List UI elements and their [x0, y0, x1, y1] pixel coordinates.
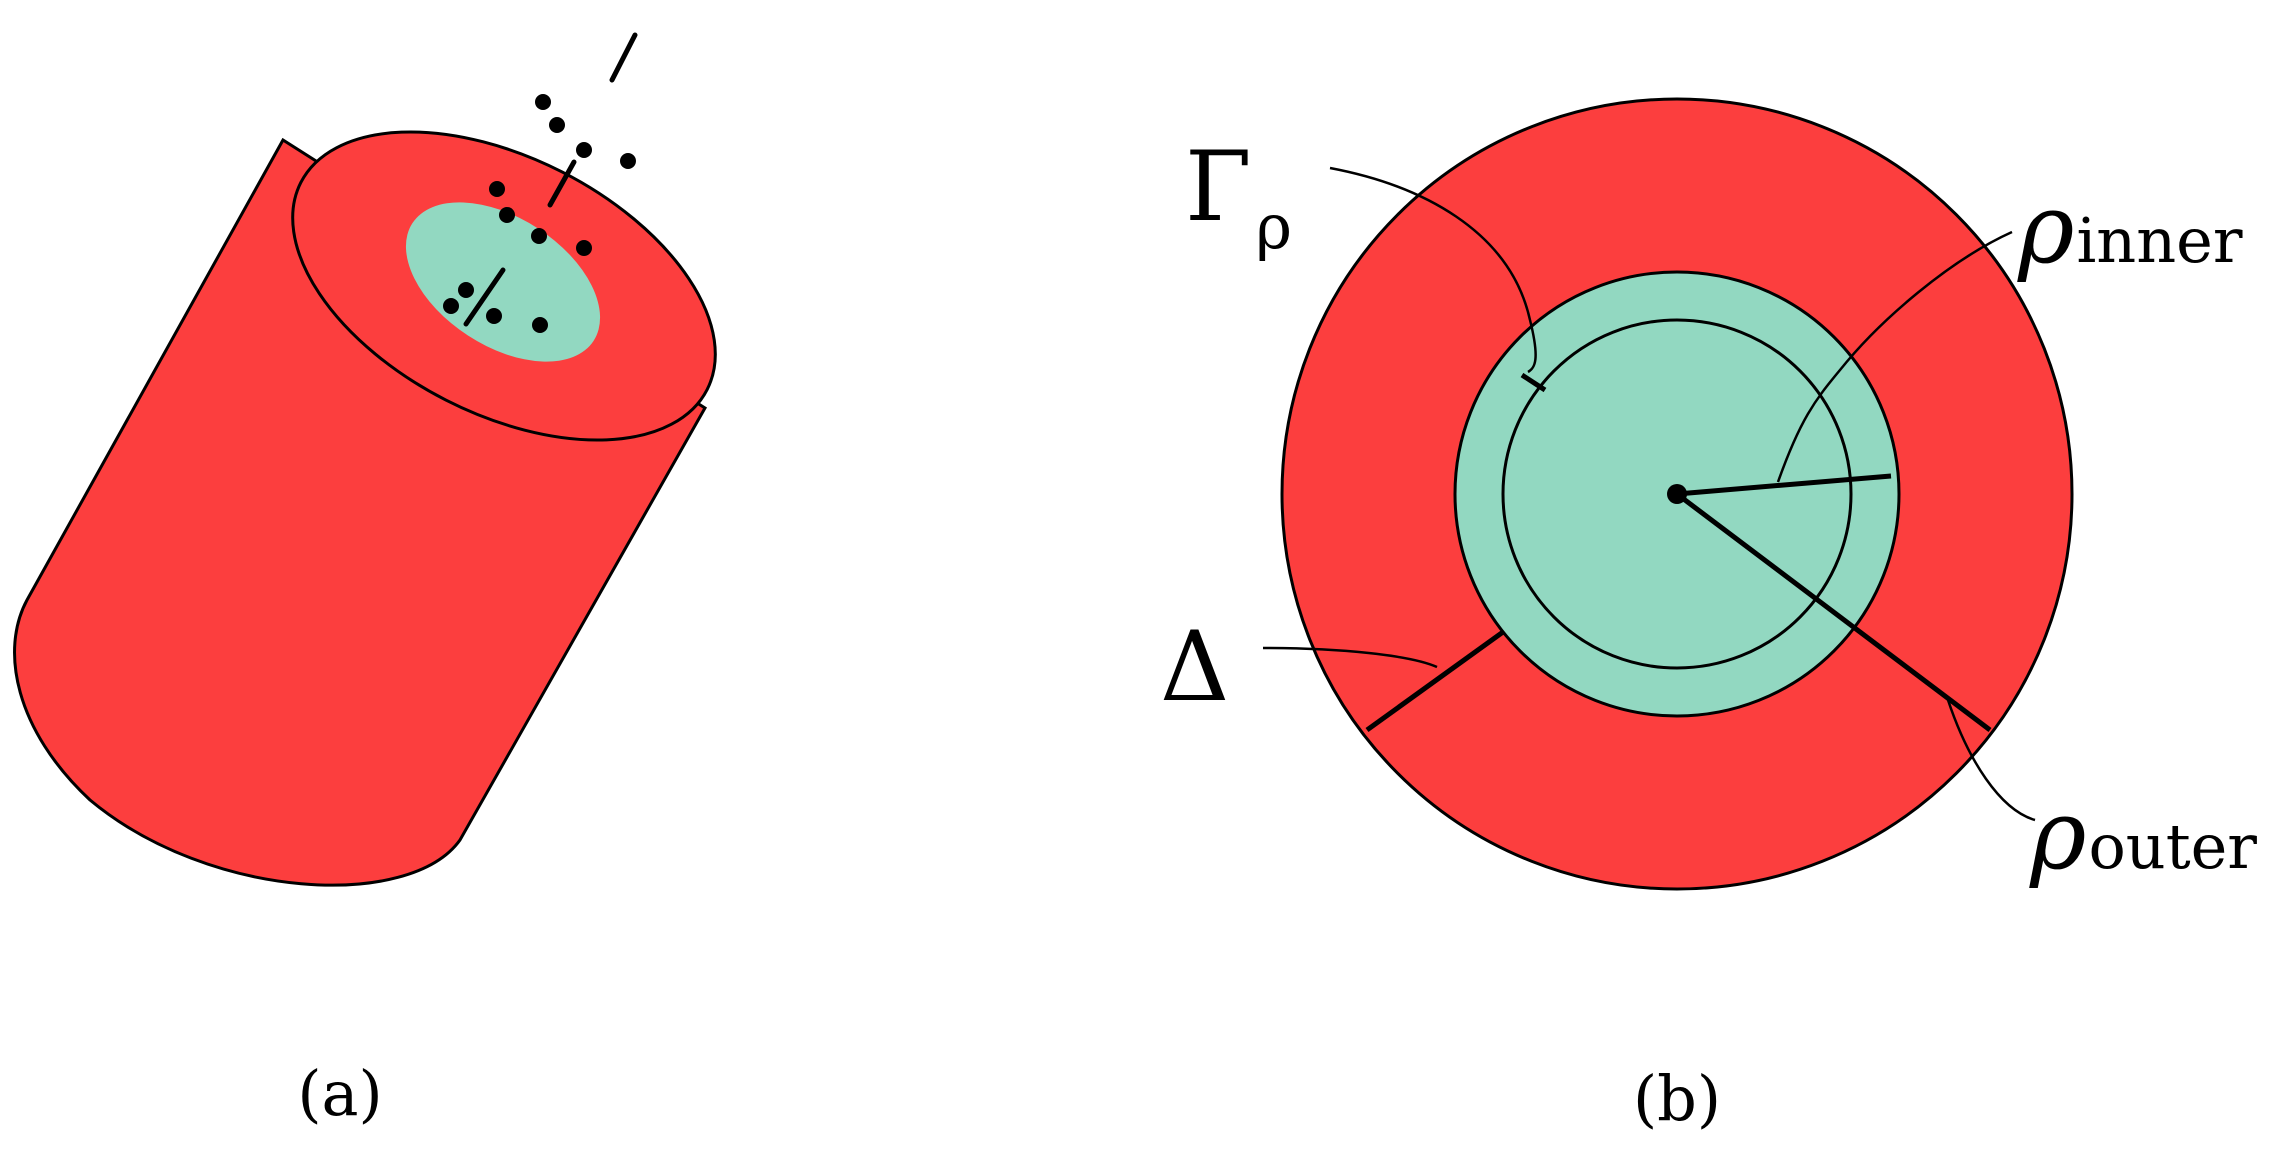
- cylinder-dots: [443, 94, 636, 333]
- panel-b-cross-section: Γρ ρinner Δ ρouter: [1160, 97, 2257, 891]
- rho-outer-radius: [1675, 492, 1992, 732]
- gamma-gap-marker: [1520, 372, 1547, 393]
- rho-inner-leader: [1776, 230, 2013, 483]
- rho-inner-label: ρinner: [2017, 173, 2243, 285]
- panel-a-caption: (a): [297, 1057, 382, 1130]
- gamma-rho-circle: [1501, 318, 1853, 670]
- rho-outer-leader: [1946, 699, 2036, 822]
- delta-leader: [1262, 646, 1438, 669]
- delta-thickness-line: [1365, 629, 1505, 733]
- delta-label: Δ: [1160, 611, 1229, 723]
- cylinder-inner-core: [405, 202, 601, 362]
- center-point: [1667, 484, 1687, 504]
- cylinder-tick-marks: [463, 32, 638, 327]
- gamma-rho-label: Γρ: [1185, 131, 1292, 263]
- panel-a-cylinder: [13, 32, 717, 887]
- rho-outer-label: ρouter: [2029, 779, 2257, 891]
- gamma-leader: [1329, 166, 1537, 374]
- leader-lines: [1262, 166, 2036, 822]
- panel-b-caption: (b): [1633, 1062, 1721, 1135]
- rho-inner-radius: [1676, 473, 1892, 497]
